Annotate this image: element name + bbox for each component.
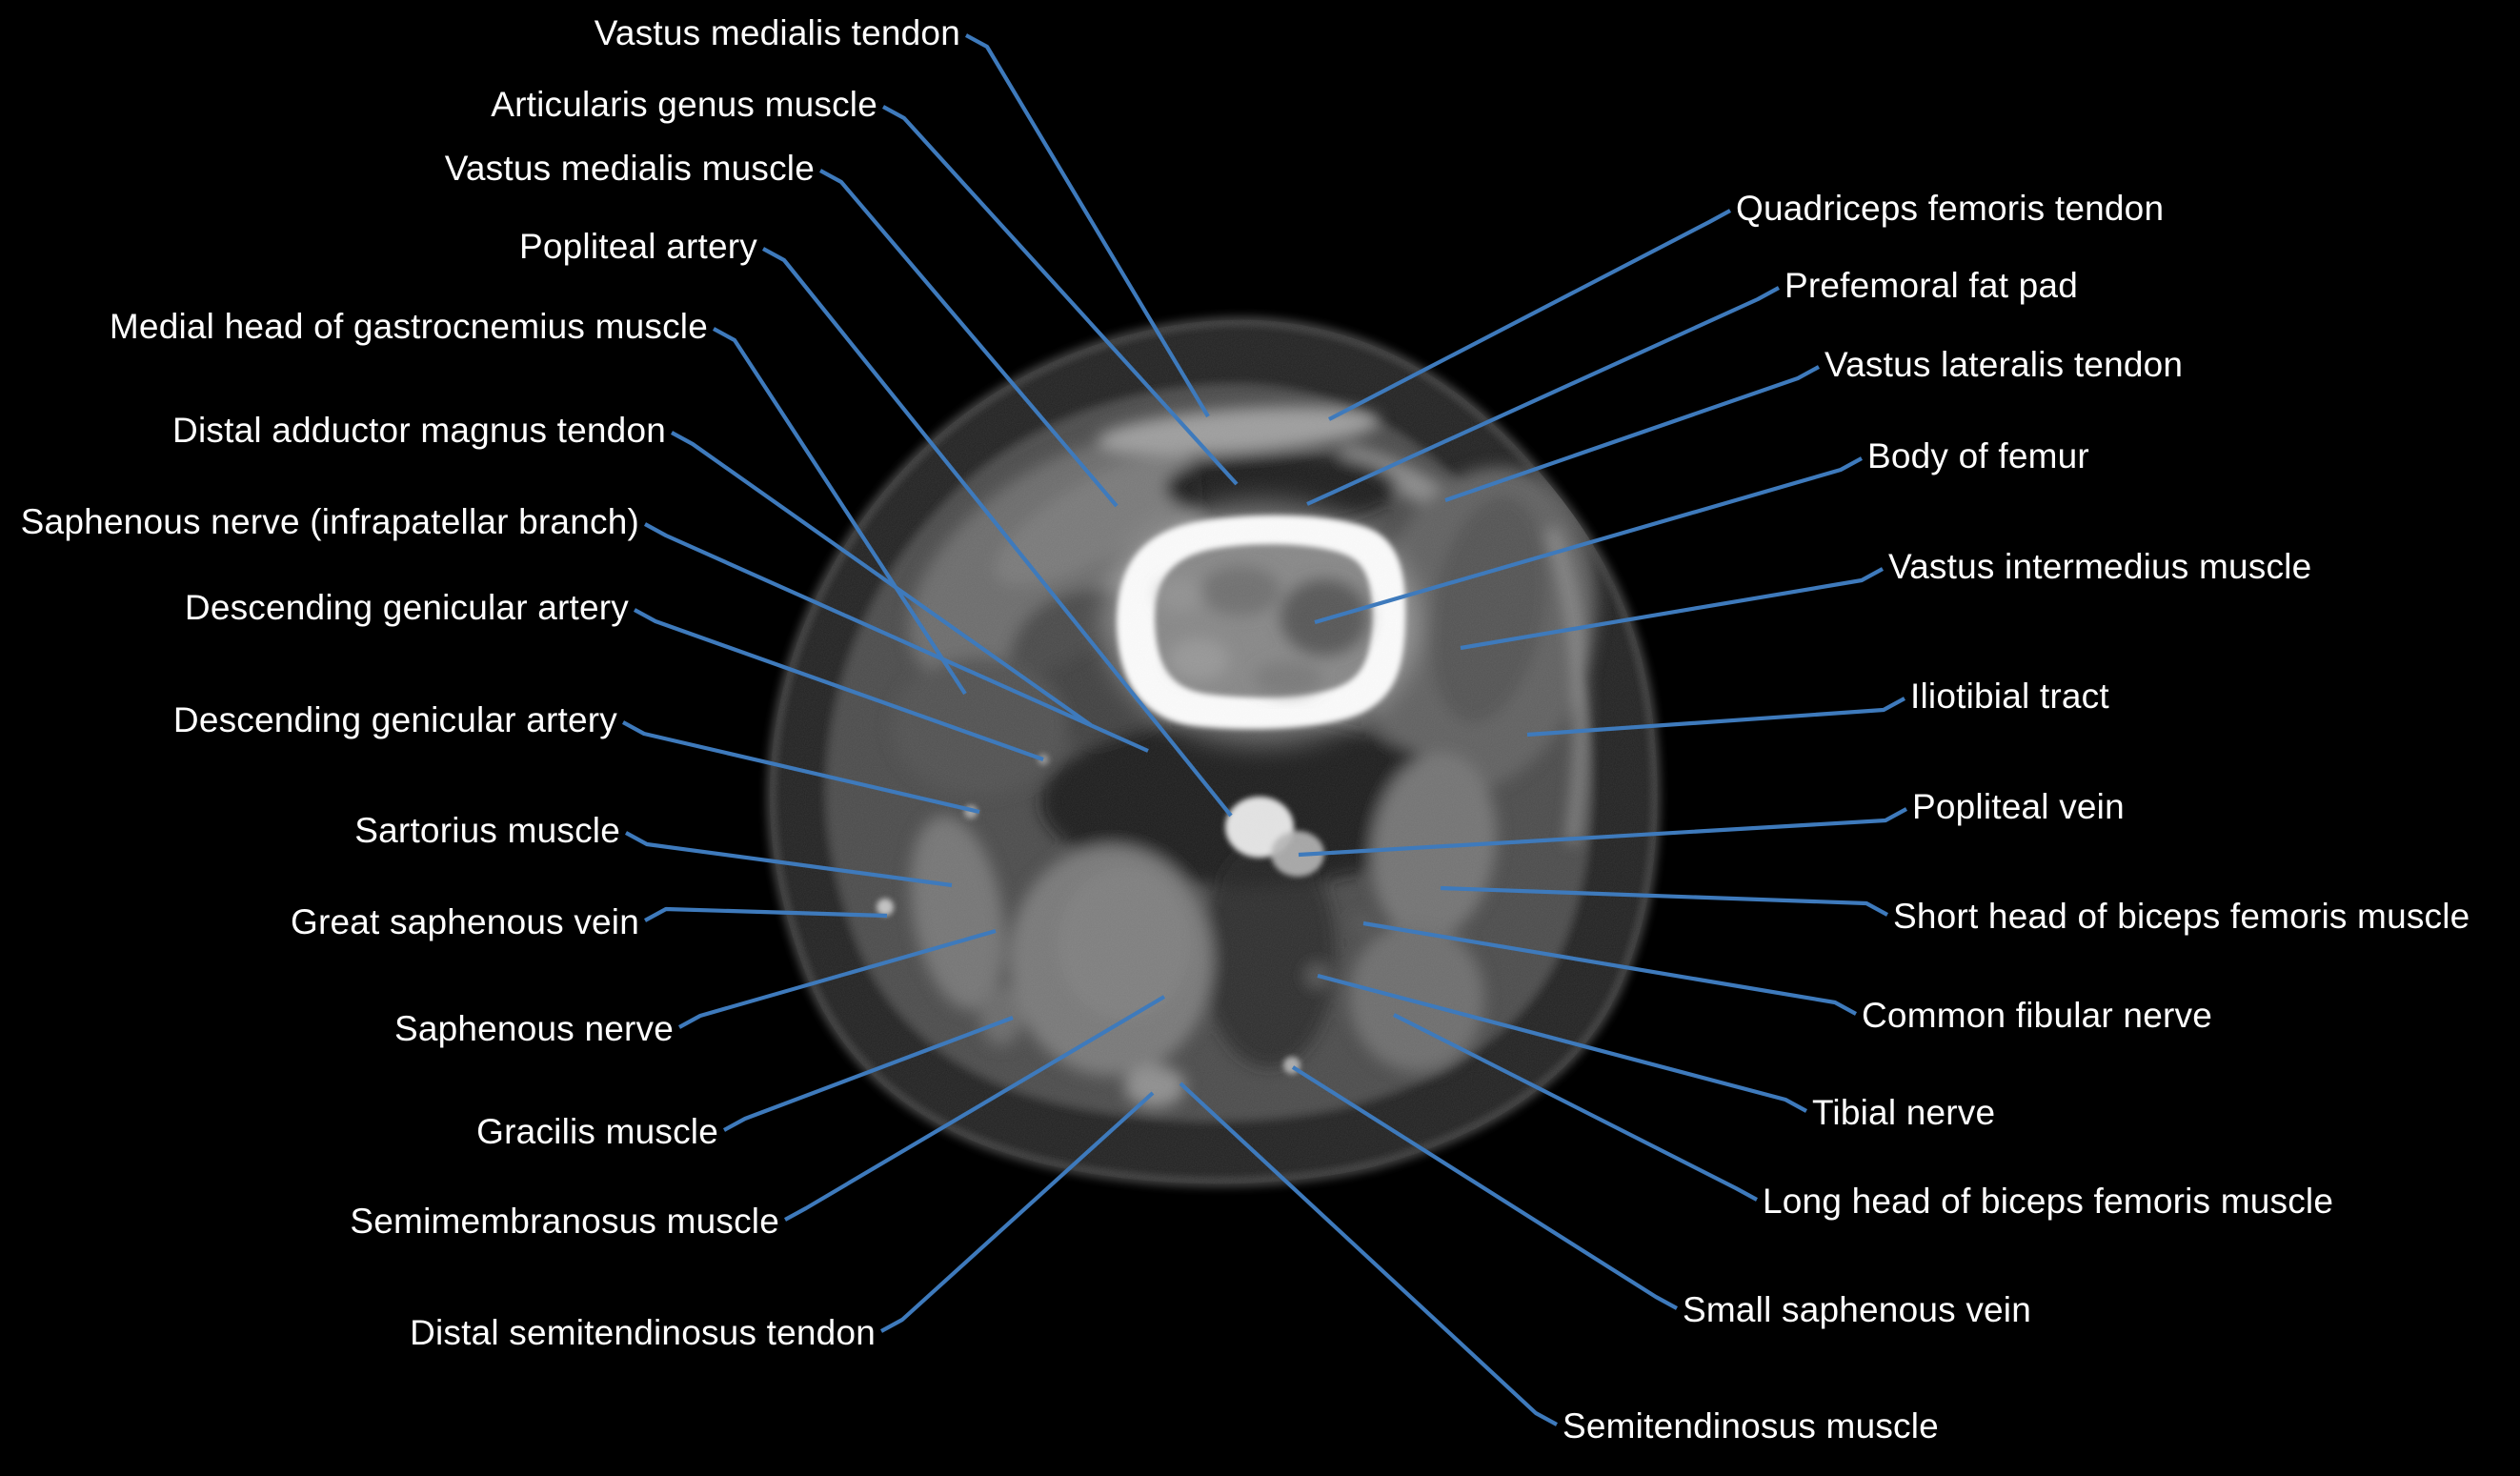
leader-line-vastus-medialis-tendon <box>964 33 1210 418</box>
leader-line-distal-semitendinosus-tendon <box>879 1091 1155 1333</box>
leader-line-sartorius-muscle <box>624 831 953 888</box>
leader-line-quadriceps-femoris-tendon <box>1328 209 1732 421</box>
leader-line-common-fibular-nerve <box>1362 920 1858 1016</box>
ct-noise-overlay <box>769 319 1658 1184</box>
leader-line-descending-genicular-artery <box>633 608 1044 761</box>
leader-line-body-of-femur <box>1314 456 1864 625</box>
leader-line-saphenous-nerve <box>677 928 997 1029</box>
leader-line-gracilis-muscle <box>722 1016 1014 1132</box>
leader-line-saphenous-nerve-infrapatellar-branch <box>643 522 1149 753</box>
leader-line-popliteal-artery <box>761 247 1233 818</box>
leader-line-great-saphenous-vein <box>643 906 888 922</box>
leader-line-prefemoral-fat-pad <box>1306 286 1781 506</box>
leader-line-tibial-nerve <box>1317 973 1808 1113</box>
leader-line-semitendinosus-muscle <box>1179 1082 1559 1426</box>
leader-line-short-head-of-biceps-femoris-muscle <box>1440 885 1889 917</box>
leader-line-distal-adductor-magnus-tendon <box>670 431 1093 727</box>
leader-line-popliteal-vein <box>1298 807 1908 858</box>
leader-line-long-head-of-biceps-femoris-muscle <box>1393 1013 1759 1202</box>
leader-line-medial-head-of-gastrocnemius-muscle <box>712 327 967 696</box>
leader-line-descending-genicular-artery <box>621 720 980 815</box>
leader-line-iliotibial-tract <box>1526 697 1906 738</box>
leader-line-vastus-medialis-muscle <box>818 169 1119 508</box>
leader-line-articularis-genus-muscle <box>881 105 1239 486</box>
leader-line-semimembranosus-muscle <box>783 995 1166 1222</box>
leader-line-small-saphenous-vein <box>1291 1065 1679 1310</box>
leader-line-vastus-intermedius-muscle <box>1460 567 1885 651</box>
leader-line-vastus-lateralis-tendon <box>1444 365 1821 502</box>
